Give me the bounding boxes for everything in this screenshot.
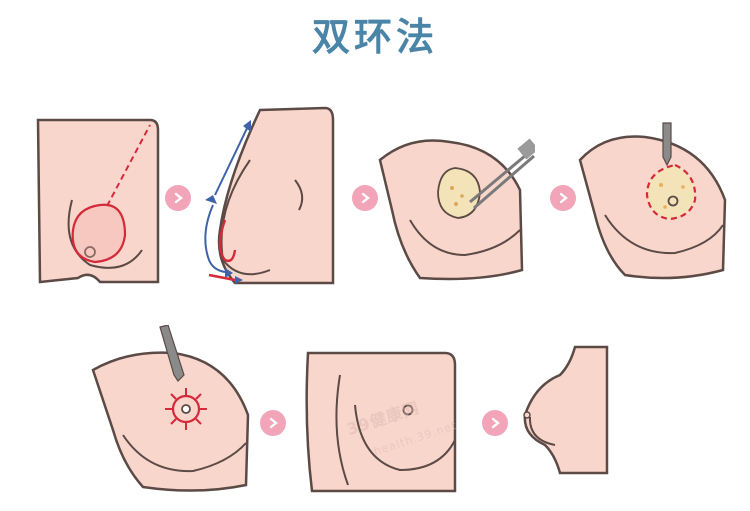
incision-outline [71, 203, 127, 264]
nipple [523, 411, 531, 419]
nipple [181, 404, 191, 414]
nipple [402, 404, 414, 416]
breast-contour [122, 434, 247, 473]
next-step-arrow [352, 185, 378, 211]
next-step-arrow [550, 185, 576, 211]
chevron-right-icon [269, 417, 278, 429]
skin-body [523, 345, 609, 475]
step-6-illustration [305, 351, 457, 493]
skin-body [36, 118, 160, 284]
breast-contour [528, 416, 556, 446]
breast-contour [354, 404, 456, 472]
breast-contour [409, 219, 521, 257]
step-5-illustration [91, 324, 250, 492]
skin-body [305, 351, 457, 493]
step-1-illustration [36, 118, 160, 284]
step-7-illustration [523, 345, 609, 475]
next-step-arrow [482, 410, 508, 436]
step-5-panel [88, 324, 258, 495]
skin-flap-arrow-curve [204, 204, 226, 273]
skin-body [217, 106, 335, 285]
step-7-panel [515, 345, 615, 475]
shoulder-contour [294, 179, 304, 211]
step-1-panel [30, 110, 165, 285]
surgical-forceps [469, 148, 535, 210]
incision-curve [218, 219, 237, 263]
skin-flap-arrow [214, 121, 251, 196]
nipple [84, 246, 96, 258]
next-step-arrow [165, 185, 191, 211]
step-3-illustration [378, 138, 539, 281]
breast-contour [604, 214, 724, 255]
gland-tissue [437, 167, 481, 219]
step-4-illustration [578, 122, 727, 280]
step-2-panel [195, 100, 340, 285]
chevron-right-icon [174, 192, 183, 204]
outer-ring-incision [645, 163, 697, 221]
lower-flap-line [208, 273, 236, 282]
step-4-panel [575, 115, 735, 285]
step-2-illustration [204, 106, 335, 285]
skin-body [91, 351, 250, 492]
scalpel-tool [662, 122, 672, 167]
suture-marks [165, 388, 207, 430]
breast-contour [67, 199, 143, 269]
next-step-arrow [260, 410, 286, 436]
chevron-right-icon [361, 192, 370, 204]
chevron-right-icon [559, 192, 568, 204]
scalpel-tool [159, 324, 185, 382]
step-6-panel [300, 345, 465, 495]
chevron-right-icon [491, 417, 500, 429]
page-title: 双环法 [311, 15, 438, 59]
breast-left-contour [335, 374, 349, 486]
inner-ring [667, 195, 679, 207]
step-3-panel [370, 130, 539, 285]
incision-guide-line [106, 124, 151, 207]
